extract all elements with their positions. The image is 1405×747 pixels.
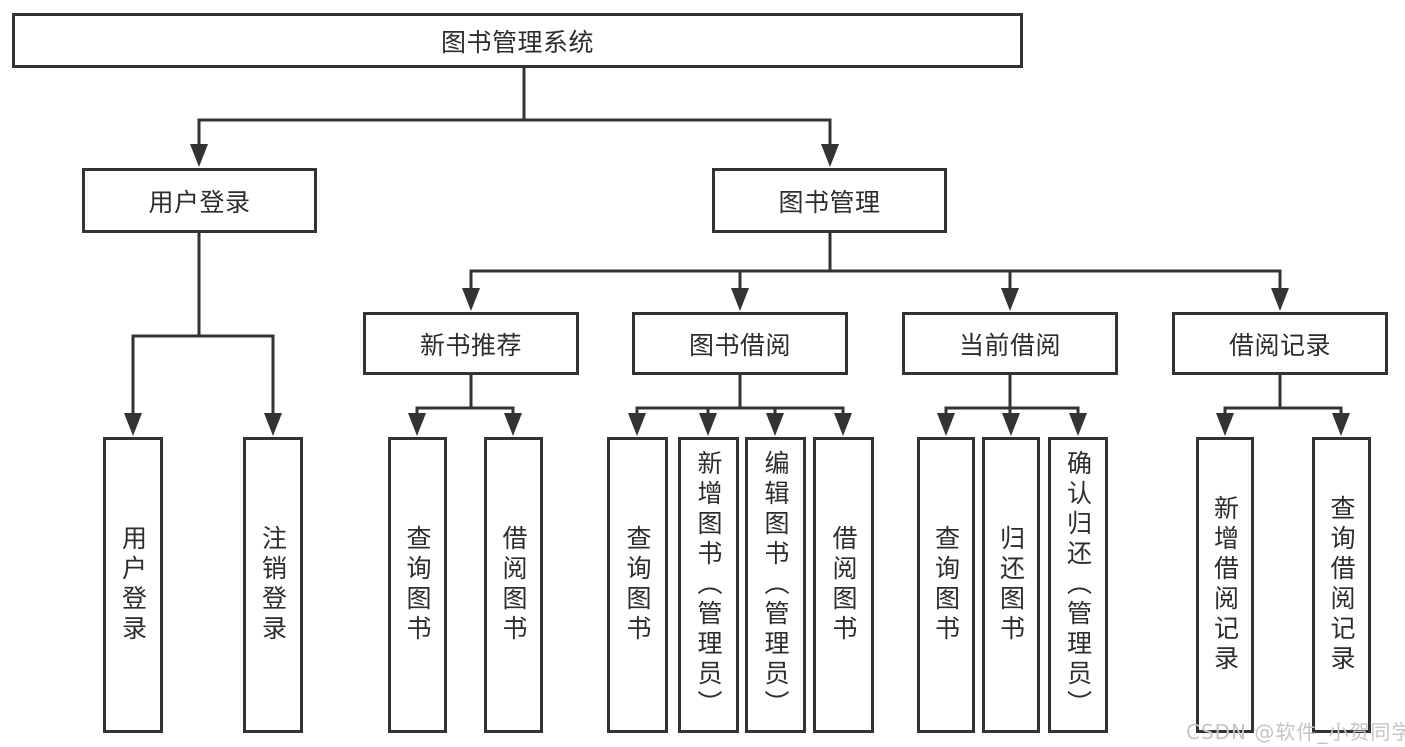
leaf-add-borrow-record: 新增借阅记录 bbox=[1196, 437, 1254, 733]
node-label: 查询图书 bbox=[403, 525, 432, 645]
node-label: 用户登录 bbox=[148, 187, 251, 217]
leaf-return-books: 归还图书 bbox=[982, 437, 1040, 733]
node-user-login: 用户登录 bbox=[82, 168, 317, 233]
leaf-logout: 注销登录 bbox=[243, 437, 303, 733]
node-label: 借阅记录 bbox=[1228, 330, 1331, 360]
leaf-borrow-books-recommend: 借阅图书 bbox=[484, 437, 543, 733]
node-book-management: 图书管理 bbox=[712, 168, 947, 233]
leaf-query-books-borrowing: 查询图书 bbox=[607, 437, 668, 733]
node-root-system: 图书管理系统 bbox=[12, 13, 1023, 68]
leaf-edit-books-admin: 编辑图书（管理员） bbox=[745, 437, 806, 733]
leaf-query-borrow-record: 查询借阅记录 bbox=[1312, 437, 1371, 733]
leaf-add-books-admin: 新增图书（管理员） bbox=[678, 437, 739, 733]
node-book-borrowing: 图书借阅 bbox=[632, 312, 848, 375]
node-label: 用户登录 bbox=[118, 525, 148, 645]
node-label: 图书管理系统 bbox=[440, 27, 594, 57]
node-label: 查询图书 bbox=[931, 525, 961, 645]
node-label: 新增借阅记录 bbox=[1210, 495, 1240, 675]
leaf-confirm-return-admin: 确认归还（管理员） bbox=[1048, 437, 1108, 733]
node-current-borrowing: 当前借阅 bbox=[902, 312, 1118, 375]
node-label: 图书借阅 bbox=[688, 330, 791, 360]
node-label: 查询借阅记录 bbox=[1327, 495, 1356, 675]
leaf-query-books-current: 查询图书 bbox=[917, 437, 975, 733]
leaf-user-login: 用户登录 bbox=[103, 437, 163, 733]
node-borrowing-records: 借阅记录 bbox=[1172, 312, 1388, 375]
csdn-watermark: CSDN @软件_小贺同学 bbox=[1186, 720, 1405, 744]
node-label: 借阅图书 bbox=[829, 525, 858, 645]
node-label: 确认归还（管理员） bbox=[1063, 450, 1093, 720]
node-label: 新增图书（管理员） bbox=[694, 450, 723, 720]
node-label: 借阅图书 bbox=[499, 525, 528, 645]
node-label: 查询图书 bbox=[623, 525, 652, 645]
leaf-query-books-recommend: 查询图书 bbox=[388, 437, 447, 733]
node-label: 注销登录 bbox=[258, 525, 288, 645]
node-label: 图书管理 bbox=[778, 187, 881, 217]
arrowhead-group bbox=[124, 144, 1350, 436]
node-label: 新书推荐 bbox=[419, 330, 522, 360]
node-label: 归还图书 bbox=[996, 525, 1026, 645]
node-label: 编辑图书（管理员） bbox=[761, 450, 790, 720]
leaf-borrow-books: 借阅图书 bbox=[813, 437, 874, 733]
connector-line-group bbox=[131, 67, 1343, 417]
node-label: 当前借阅 bbox=[958, 330, 1061, 360]
node-new-book-recommendation: 新书推荐 bbox=[363, 312, 579, 375]
